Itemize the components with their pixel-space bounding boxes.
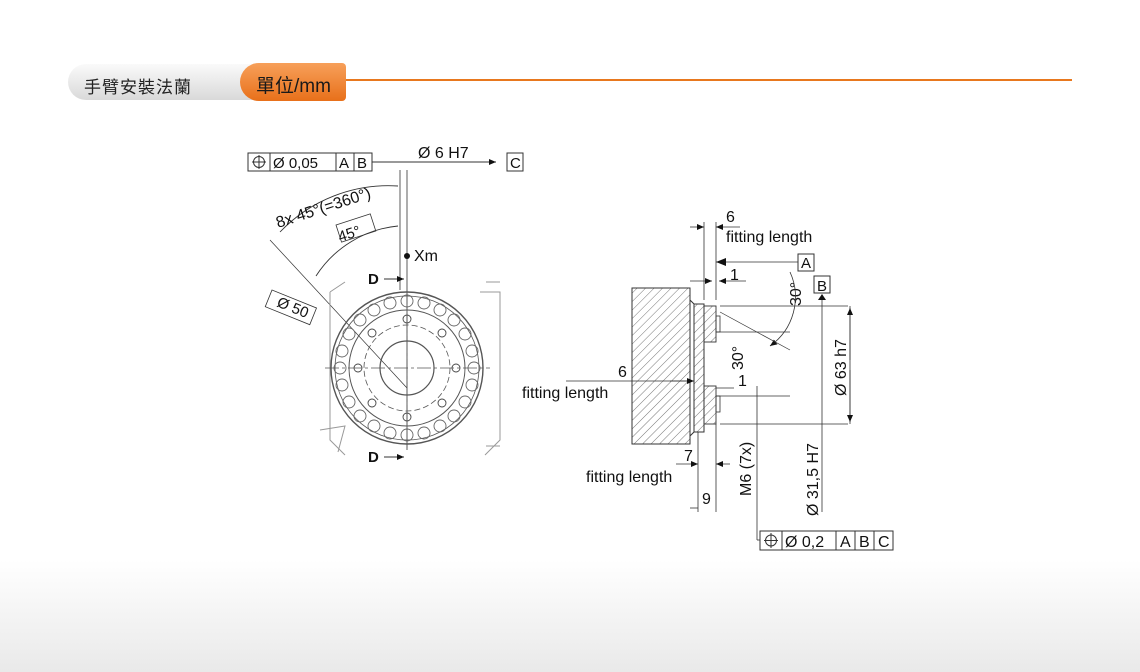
header-rule [340, 79, 1072, 81]
xm-label: Xm [414, 248, 438, 265]
datum-a-box [797, 253, 815, 272]
dim-seven: 7 [684, 448, 693, 465]
front-fcf-tolerance: Ø 0,05 [273, 155, 318, 172]
dim-one-mid: 1 [738, 373, 747, 390]
unit-badge [240, 63, 346, 101]
dim-top-value: 6 [726, 209, 735, 226]
angle-inner: 30° [730, 346, 747, 370]
side-fcf-datum-b: B [859, 534, 870, 551]
unit-label: 單位/mm [256, 76, 331, 97]
dia-outer: Ø 63 h7 [833, 339, 850, 396]
xm-point [404, 253, 410, 259]
dia-inner: Ø 31,5 H7 [805, 443, 822, 516]
side-fcf-tolerance: Ø 0,2 [785, 534, 824, 551]
datum-a: A [801, 255, 811, 272]
flange-section [631, 287, 848, 445]
section-d-top: D [368, 271, 379, 288]
side-fcf-datum-c: C [878, 534, 890, 551]
side-view: 6 fitting length A 1 30° B [522, 209, 894, 551]
title-pill [68, 64, 268, 100]
angle-arc-top [769, 271, 796, 347]
dim-one-top: 1 [730, 267, 739, 284]
single-angle-arc [315, 225, 399, 277]
front-fcf [247, 152, 373, 172]
angle-leg [269, 239, 408, 389]
pin-hole-label: Ø 6 H7 [418, 145, 469, 162]
angle-top: 30° [788, 282, 805, 306]
page-title: 手臂安裝法蘭 [84, 78, 192, 97]
fitting-bottom: fitting length [586, 469, 672, 486]
section-d-bottom: D [368, 449, 379, 466]
dim-nine: 9 [702, 491, 711, 508]
pin-datum-box [506, 152, 524, 172]
front-fcf-datum-b: B [357, 155, 367, 172]
diameter-box [264, 289, 318, 326]
angle-single-text: 45° [336, 223, 363, 246]
front-fcf-datum-a: A [339, 155, 349, 172]
datum-b: B [817, 278, 827, 295]
front-view: Ø 0,05 A B Ø 6 H7 C 8x 45°(=360°) 45° Xm… [247, 145, 524, 466]
wrist-outline [319, 281, 501, 456]
fitting-left: fitting length [522, 385, 608, 402]
pattern-arc [279, 185, 399, 233]
bottom-gradient [0, 560, 1140, 672]
dim-top-caption: fitting length [726, 229, 812, 246]
datum-b-box [813, 275, 831, 294]
side-fcf-datum-a: A [840, 534, 851, 551]
dim-six-left: 6 [618, 364, 627, 381]
flange-thread-holes [353, 314, 461, 422]
thread-label: M6 (7x) [738, 442, 755, 496]
angle-box [335, 213, 377, 243]
side-fcf [759, 530, 894, 551]
pin-datum-c: C [510, 155, 521, 172]
